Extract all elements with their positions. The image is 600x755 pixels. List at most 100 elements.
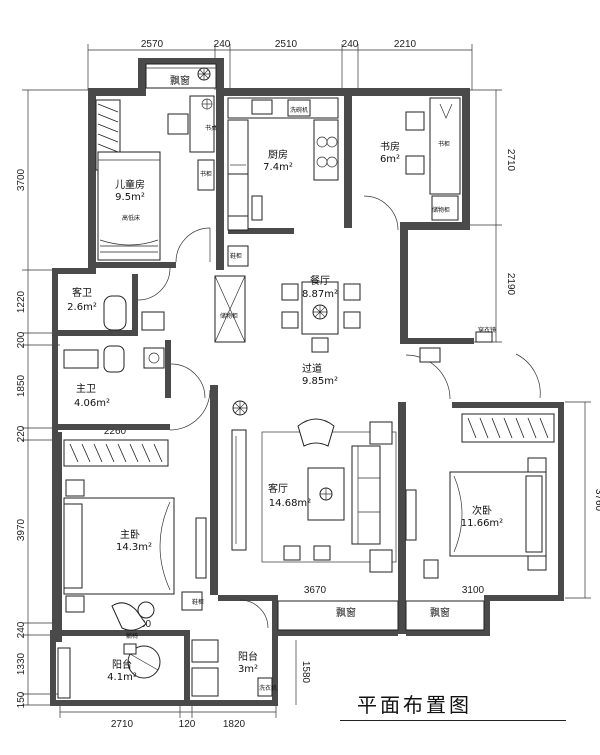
stool-2: [313, 545, 331, 561]
dim-bottom-3: 1820: [223, 719, 246, 730]
bath-cabinet: [63, 349, 99, 369]
recliner-label: 躺椅: [126, 632, 138, 640]
room-area-dining: 8.87m²: [302, 289, 338, 300]
bay-window-living: [277, 600, 399, 631]
toilet-main: [103, 345, 125, 373]
toilet-guest: [103, 295, 127, 331]
room-name-balcony1: 阳台: [112, 658, 132, 671]
bunk-bed-label: 高低床: [122, 214, 140, 222]
dim-top-1: 2570: [141, 39, 164, 50]
wardrobe-bedroom2: [461, 413, 555, 443]
room-area-master: 14.3m²: [116, 542, 152, 553]
room-name-kitchen: 厨房: [268, 148, 288, 161]
bunk-bed: [97, 151, 161, 261]
room-area-kitchen: 7.4m²: [263, 162, 293, 173]
round-table: [123, 643, 161, 679]
room-name-balcony2: 阳台: [238, 650, 258, 663]
study-desk: [405, 97, 461, 221]
room-name-living: 客厅: [268, 482, 288, 495]
bay-window-bedroom: [405, 600, 485, 631]
dim-interior-3: 3670: [304, 585, 327, 596]
room-area-corridor: 9.85m²: [302, 376, 338, 387]
plant-icon: [232, 400, 248, 416]
dim-top-4: 240: [342, 39, 359, 50]
recliner: [111, 601, 155, 631]
dim-bottom-2: 120: [179, 719, 196, 730]
room-area-kids: 9.5m²: [115, 192, 145, 203]
dim-right-2: 2190: [505, 273, 516, 296]
room-area-balcony1: 4.1m²: [107, 672, 137, 683]
room-area-living: 14.68m²: [269, 498, 311, 509]
kids-desk: [167, 95, 215, 153]
dim-right-1: 2710: [505, 149, 516, 172]
dim-top-3: 2510: [275, 39, 298, 50]
master-tv-unit: [195, 517, 207, 579]
dim-top-5: 2210: [394, 39, 417, 50]
balcony1-shelf: [57, 647, 71, 699]
dim-top-2: 240: [214, 39, 231, 50]
hall-cabinet: [419, 347, 441, 363]
flower-icon: [312, 304, 328, 320]
study-storage-label: 储物柜: [432, 206, 450, 214]
room-name-kids: 儿童房: [115, 178, 145, 191]
dim-left-9: 150: [16, 691, 27, 708]
sink-main: [143, 347, 165, 369]
dim-left-7: 240: [16, 621, 27, 638]
sink-guest: [141, 311, 165, 331]
room-area-mainbath: 4.06m²: [74, 398, 110, 409]
tv-cabinet: [231, 429, 247, 551]
title-underline: [340, 720, 566, 721]
room-area-guestbath: 2.6m²: [67, 302, 97, 313]
room-name-dining: 餐厅: [310, 274, 330, 287]
dishwasher-label: 洗碗机: [290, 106, 308, 114]
shoe-cabinet-label: 鞋柜: [230, 252, 242, 260]
coat-closet: [475, 331, 493, 343]
bay-window-label-1: 飘窗: [170, 74, 190, 87]
room-name-corridor: 过道: [302, 362, 322, 375]
dim-left-6: 3970: [16, 518, 27, 541]
wardrobe-master: [63, 439, 169, 467]
kids-bookshelf-label: 书柜: [200, 170, 212, 178]
dim-left-2: 1220: [16, 290, 27, 313]
dim-left-3: 200: [16, 331, 27, 348]
dim-left-4: 1850: [16, 374, 27, 397]
balcony2-sink: [191, 639, 219, 663]
balcony2-cabinet: [257, 677, 273, 697]
room-name-master: 主卧: [120, 528, 140, 541]
fridge: [227, 173, 249, 217]
bay-window-label-2: 飘窗: [336, 606, 356, 619]
study-bookshelf-label: 书柜: [438, 140, 450, 148]
door-swings: [137, 195, 541, 629]
stool-1: [283, 545, 301, 561]
walls: [50, 58, 564, 706]
room-area-study: 6m²: [380, 154, 400, 165]
dim-right-3: 3760: [593, 489, 600, 512]
washing-machine: [191, 667, 219, 697]
kitchen-tall-cabinet: [251, 195, 263, 221]
room-name-study: 书房: [380, 140, 400, 153]
room-name-mainbath: 主卫: [76, 383, 96, 395]
bedroom2-tv-unit: [405, 489, 417, 541]
bedroom2-chair: [423, 559, 439, 579]
dim-left-1: 3700: [16, 168, 27, 191]
drawing-title: 平面布置图: [357, 693, 472, 717]
bed-master: [63, 479, 175, 613]
dim-right-4: 1580: [300, 661, 311, 684]
armchair: [297, 418, 335, 447]
dim-interior-4: 3100: [462, 585, 485, 596]
room-name-bedroom2: 次卧: [472, 504, 492, 517]
coat-closet-label: 穿衣镜: [478, 326, 496, 334]
dim-bottom-1: 2710: [111, 719, 134, 730]
room-area-bedroom2: 11.66m²: [461, 518, 503, 529]
dim-left-8: 1330: [16, 652, 27, 675]
washer-label: 洗衣机: [259, 684, 277, 692]
master-dresser: [181, 591, 203, 611]
room-area-balcony2: 3m²: [238, 664, 258, 675]
bed-bedroom2: [449, 457, 547, 571]
kids-desk-label: 书桌: [205, 124, 217, 132]
bay-window-label-3: 飘窗: [430, 606, 450, 619]
kids-bookshelf: [197, 159, 215, 191]
flower-icon: [319, 487, 333, 501]
shoe-cabinet: [227, 245, 249, 267]
